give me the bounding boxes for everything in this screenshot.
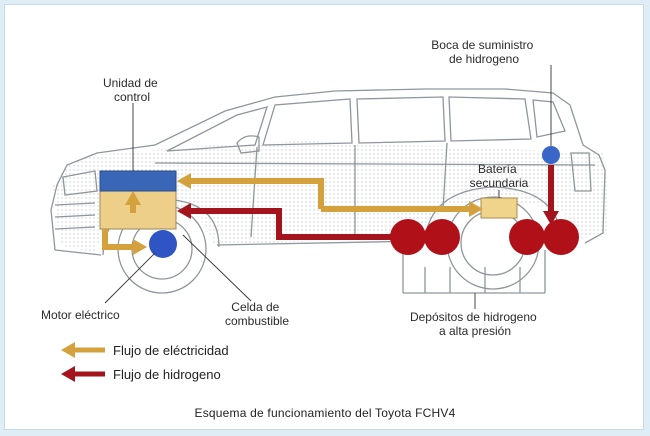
windshield (166, 106, 268, 152)
control-unit-block (99, 170, 177, 192)
headlight (62, 170, 98, 196)
back-window (532, 99, 566, 138)
diagram-canvas: Unidad de control Boca de suministro de … (41, 38, 609, 420)
leader-fuel-cell (182, 234, 252, 302)
legend: Flujo de eléctricidad Flujo de hidrogeno (61, 342, 229, 382)
car-illustration (50, 88, 609, 294)
electric-motor (149, 230, 177, 258)
arrowhead-to-motor (133, 239, 147, 255)
electricity-path-to-motor (102, 229, 133, 250)
hydrogen-path-tanks-to-cell (191, 208, 395, 240)
hydrogen-tanks-label: Depósitos de hidrogeno a alta presión (410, 310, 540, 338)
secondary-battery-block (480, 197, 518, 219)
hydrogen-tanks (390, 219, 579, 255)
legend-electricity: Flujo de eléctricidad (61, 342, 229, 358)
hydrogen-inlet-label: Boca de suministro de hidrogeno (431, 38, 536, 66)
legend-electricity-label: Flujo de eléctricidad (113, 343, 229, 358)
hydrogen-inlet-cap (542, 146, 560, 164)
car-rocker (216, 240, 424, 246)
electricity-path-battery-to-control (189, 178, 324, 209)
leader-lines (104, 65, 552, 309)
door-line-1 (250, 146, 258, 238)
arrowhead-to-control (177, 173, 191, 189)
fuel-cell-label: Celda de combustible (225, 300, 289, 328)
car-body-outline (50, 88, 606, 251)
electric-motor-label: Motor eléctrico (41, 308, 120, 322)
diagram-caption: Esquema de funcionamiento del Toyota FCH… (195, 406, 456, 420)
mirror (236, 135, 260, 154)
leader-motor (104, 252, 156, 304)
hydrogen-tank-3 (509, 219, 545, 255)
arrowhead-down-to-tanks (543, 211, 559, 225)
control-unit-label: Unidad de control (103, 76, 161, 104)
tail-light (570, 152, 592, 192)
electricity-arrowheads (125, 173, 483, 255)
arrowhead-to-fuel-cell (177, 203, 191, 219)
arrowhead-to-battery (469, 201, 483, 217)
car-front-bumper (54, 249, 102, 256)
hydrogen-tank-4 (543, 219, 579, 255)
legend-hydrogen-arrowhead (61, 366, 75, 382)
door-line-3 (442, 142, 448, 211)
rear-window (448, 96, 532, 142)
middle-window (356, 96, 446, 144)
fuel-cell-block (99, 188, 177, 230)
hydrogen-flow (191, 165, 554, 240)
hydrogen-tank-2 (424, 219, 460, 255)
car-body-shading (53, 141, 609, 253)
diagram-frame: Unidad de control Boca de suministro de … (4, 4, 644, 430)
legend-hydrogen: Flujo de hidrogeno (61, 366, 221, 382)
legend-electricity-arrowhead (61, 342, 75, 358)
front-window (262, 98, 353, 146)
hydrogen-tank-1 (390, 219, 426, 255)
arrowhead-up (125, 191, 141, 205)
underbody-line (402, 250, 546, 294)
hydrogen-arrowheads (177, 203, 559, 225)
front-grille (54, 202, 96, 230)
legend-hydrogen-label: Flujo de hidrogeno (113, 367, 221, 382)
body-crease (154, 162, 596, 166)
secondary-battery-label: Batería secundaria (470, 162, 529, 190)
